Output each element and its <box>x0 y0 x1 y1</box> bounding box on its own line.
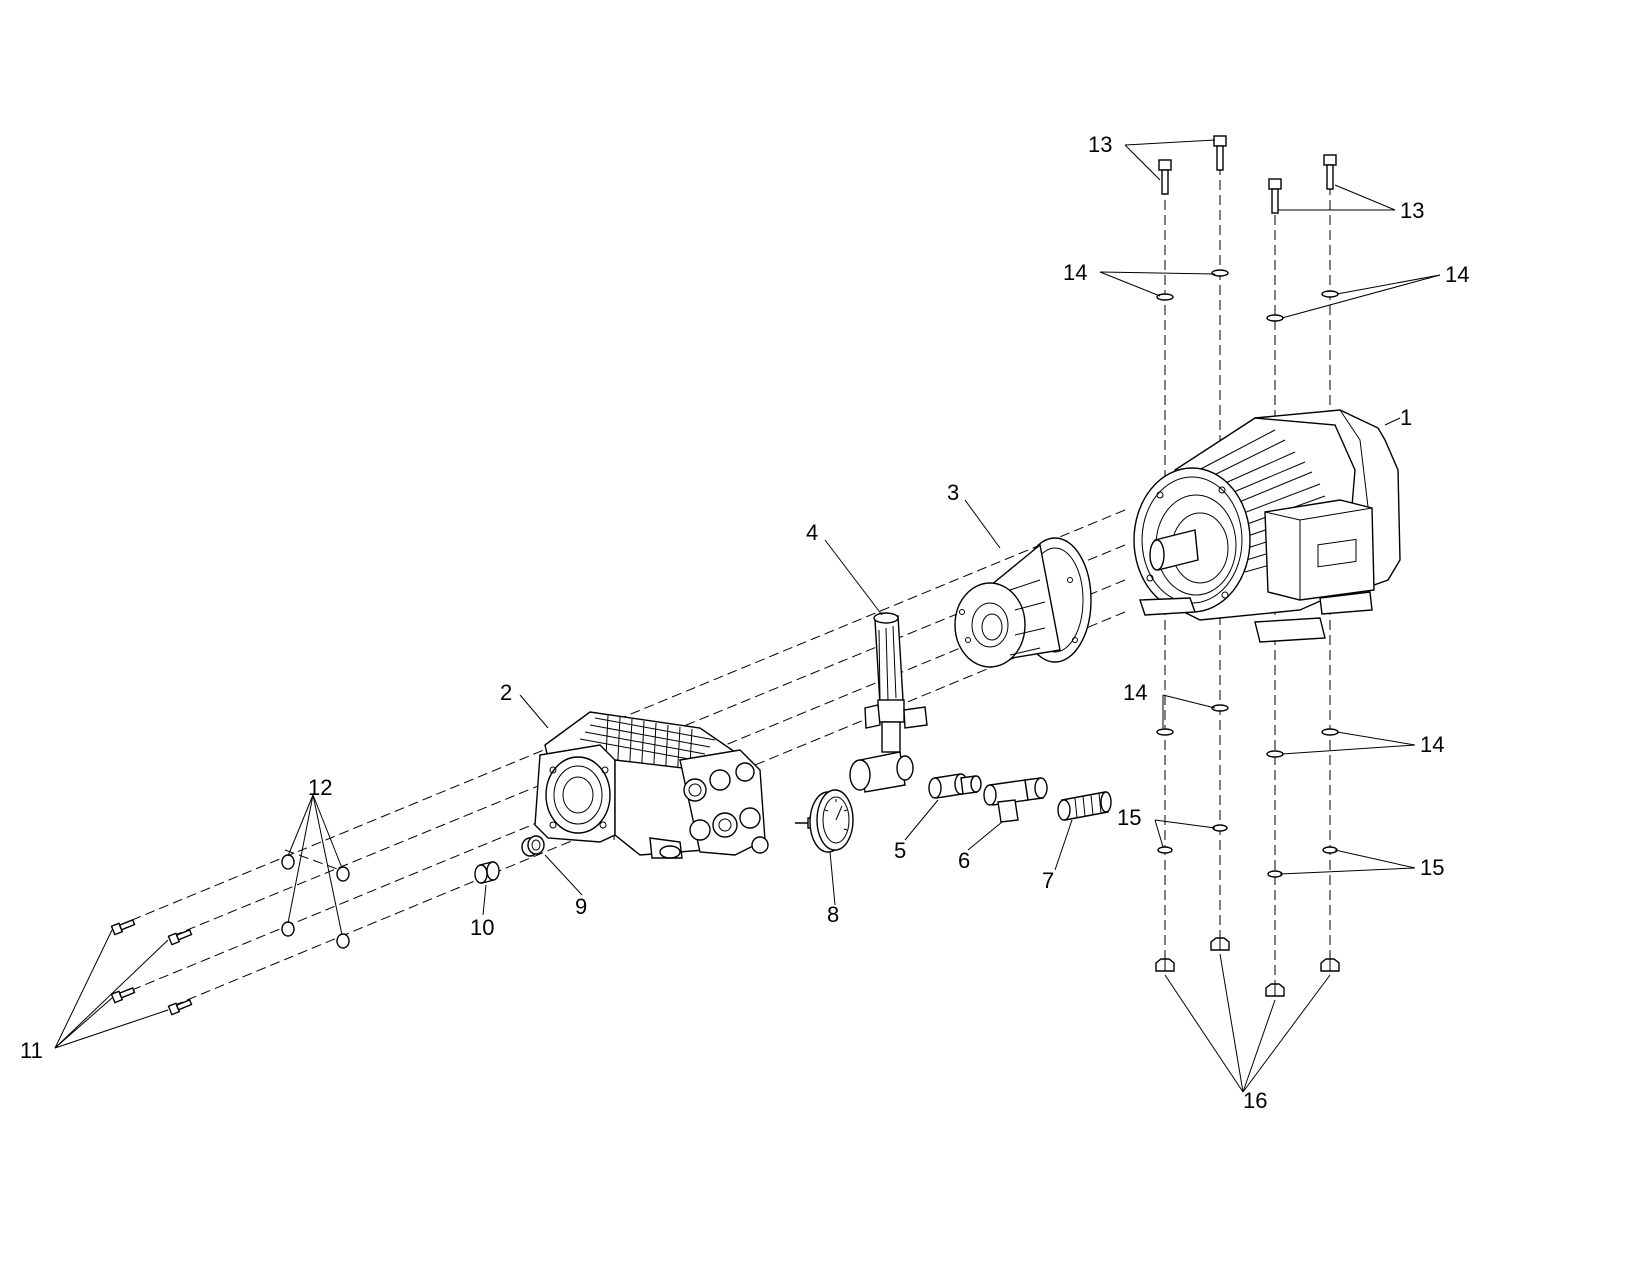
label-part-5: 5 <box>894 838 906 863</box>
pressure-gauge <box>795 789 854 853</box>
unloader-valve <box>849 612 928 793</box>
label-part-1: 1 <box>1400 405 1412 430</box>
label-part-4: 4 <box>806 520 818 545</box>
nipple-fitting <box>928 773 982 799</box>
electric-motor <box>1133 409 1401 643</box>
label-part-8: 8 <box>827 902 839 927</box>
label-part-7: 7 <box>1042 868 1054 893</box>
elbow-fitting <box>983 777 1048 823</box>
label-part-14-mid-right: 14 <box>1420 732 1444 757</box>
label-part-16: 16 <box>1243 1088 1267 1113</box>
label-part-13-right: 13 <box>1400 198 1424 223</box>
label-part-6: 6 <box>958 848 970 873</box>
bottom-nuts <box>1155 937 1340 997</box>
label-part-14-top-left: 14 <box>1063 260 1087 285</box>
part-labels: 1 2 3 4 5 6 7 8 9 10 11 12 13 13 14 14 1… <box>20 132 1469 1113</box>
washers <box>1156 269 1339 878</box>
label-part-15-right: 15 <box>1420 855 1444 880</box>
label-part-15-left: 15 <box>1117 805 1141 830</box>
left-nuts <box>281 854 350 949</box>
top-bolts <box>1158 135 1337 214</box>
label-part-3: 3 <box>947 480 959 505</box>
label-part-13-left: 13 <box>1088 132 1112 157</box>
hose-barb <box>1057 791 1112 821</box>
leader-lines <box>54 139 1441 1093</box>
label-part-9: 9 <box>575 894 587 919</box>
label-part-11: 11 <box>20 1038 43 1063</box>
left-bolts <box>110 918 193 1016</box>
label-part-14-mid-left: 14 <box>1123 680 1147 705</box>
plug-9 <box>521 835 545 857</box>
label-part-14-top-right: 14 <box>1445 262 1469 287</box>
adapter-flange <box>954 537 1092 668</box>
pump <box>534 711 769 859</box>
label-part-2: 2 <box>500 680 512 705</box>
plug-10 <box>474 861 500 884</box>
label-part-10: 10 <box>470 915 494 940</box>
label-part-12: 12 <box>308 775 332 800</box>
